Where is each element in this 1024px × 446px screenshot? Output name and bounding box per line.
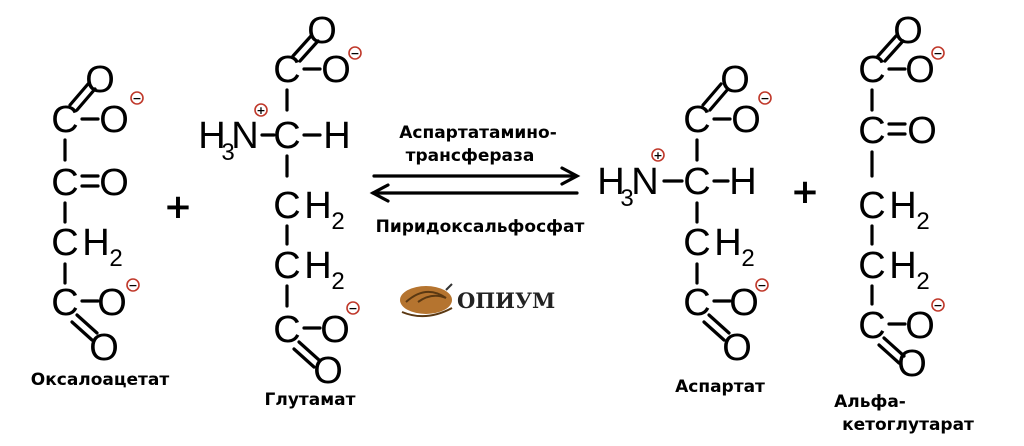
atom-c: C (858, 110, 885, 152)
atom-h: H (304, 185, 331, 227)
alpha-ketoglutarate-label-line1: Альфа- (834, 392, 906, 412)
atom-o: O (731, 99, 761, 141)
atom-h: H (889, 245, 916, 287)
negative-charge: − (132, 92, 141, 105)
atom-o: O (307, 10, 337, 52)
positive-charge: + (653, 149, 662, 162)
atom-h: H (198, 115, 225, 157)
negative-charge: − (933, 299, 942, 312)
atom-h: H (889, 185, 916, 227)
alpha-ketoglutarate-label-line2: кетоглутарат (842, 415, 974, 435)
atom-n: N (231, 115, 258, 157)
atom-h: H (714, 222, 741, 264)
enzyme-name-line1: Аспартатамино- (399, 123, 557, 143)
atom-c: C (273, 49, 300, 91)
plus-sign: + (164, 187, 193, 227)
atom-o: O (729, 282, 759, 324)
subscript: 2 (916, 208, 929, 235)
atom-o: O (907, 110, 937, 152)
atom-c: C (273, 245, 300, 287)
atom-c: C (683, 282, 710, 324)
enzyme-name-line2: трансфераза (406, 146, 535, 166)
subscript: 2 (109, 245, 122, 272)
atom-o: O (320, 309, 350, 351)
atom-h: H (304, 245, 331, 287)
atom-o: O (905, 305, 935, 347)
positive-charge: + (256, 104, 265, 117)
atom-o: O (99, 99, 129, 141)
atom-h: H (729, 161, 756, 203)
aspartate-label: Аспартат (675, 377, 765, 397)
subscript: 2 (331, 268, 344, 295)
atom-h: H (323, 115, 350, 157)
cofactor-name: Пиридоксальфосфат (376, 217, 585, 237)
atom-c: C (273, 115, 300, 157)
plus-sign: + (791, 172, 820, 212)
negative-charge: − (350, 47, 359, 60)
atom-o: O (897, 343, 927, 385)
negative-charge: − (933, 47, 942, 60)
atom-c: C (683, 99, 710, 141)
negative-charge: − (348, 302, 357, 315)
oxaloacetate-structure: O C O − C O C H 2 C O − O Оксалоацетат (31, 59, 170, 390)
alpha-ketoglutarate-structure: O C O − C O C H 2 C H 2 C O − O Альфа- к… (834, 10, 974, 435)
atom-o: O (722, 327, 752, 369)
atom-c: C (683, 161, 710, 203)
logo-text: ОПИУМ (457, 288, 555, 313)
subscript: 2 (741, 245, 754, 272)
aspartate-structure: O C O − H 3 N + C H C H 2 C O − O Аспарт… (597, 59, 772, 397)
atom-o: O (321, 49, 351, 91)
atom-h: H (82, 222, 109, 264)
atom-h: H (597, 161, 624, 203)
atom-o: O (97, 282, 127, 324)
atom-c: C (51, 99, 78, 141)
negative-charge: − (128, 279, 137, 292)
subscript: 2 (331, 208, 344, 235)
subscript: 3 (221, 139, 234, 166)
atom-o: O (99, 162, 129, 204)
subscript: 3 (620, 185, 633, 212)
atom-o: O (313, 350, 343, 392)
negative-charge: − (760, 92, 769, 105)
atom-c: C (858, 49, 885, 91)
atom-c: C (858, 245, 885, 287)
glutamate-structure: O C O − H 3 N + C H C H 2 C H 2 C O − O … (198, 10, 362, 410)
oxaloacetate-label: Оксалоацетат (31, 370, 170, 390)
atom-c: C (683, 222, 710, 264)
negative-charge: − (757, 279, 766, 292)
glutamate-label: Глутамат (265, 390, 356, 410)
subscript: 2 (916, 268, 929, 295)
atom-c: C (858, 305, 885, 347)
atom-c: C (273, 309, 300, 351)
atom-c: C (51, 222, 78, 264)
atom-c: C (51, 162, 78, 204)
atom-n: N (631, 161, 658, 203)
atom-c: C (273, 185, 300, 227)
opium-logo: ОПИУМ (400, 283, 555, 318)
atom-o: O (89, 327, 119, 369)
atom-c: C (51, 282, 78, 324)
atom-o: O (905, 49, 935, 91)
reaction-arrows: Аспартатамино- трансфераза Пиридоксальфо… (369, 123, 585, 237)
atom-c: C (858, 185, 885, 227)
